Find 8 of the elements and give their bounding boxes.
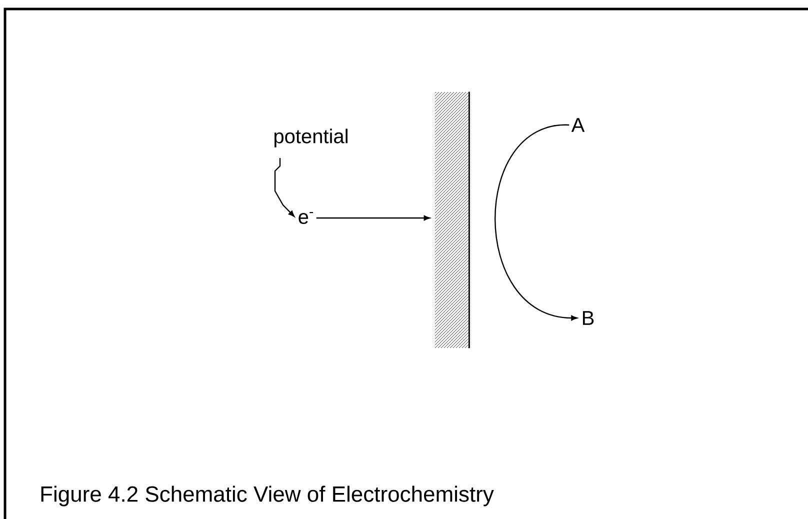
arrow xyxy=(274,158,295,217)
label-text: A xyxy=(571,118,585,132)
label-text: potential xyxy=(274,128,348,148)
caption: Figure 4.2 Schematic View of Electrochemistry xyxy=(41,486,494,506)
label-text: B xyxy=(582,311,594,325)
label-text: e$^{-}$ xyxy=(298,212,314,224)
arrow xyxy=(316,215,430,221)
arrow xyxy=(494,124,578,321)
